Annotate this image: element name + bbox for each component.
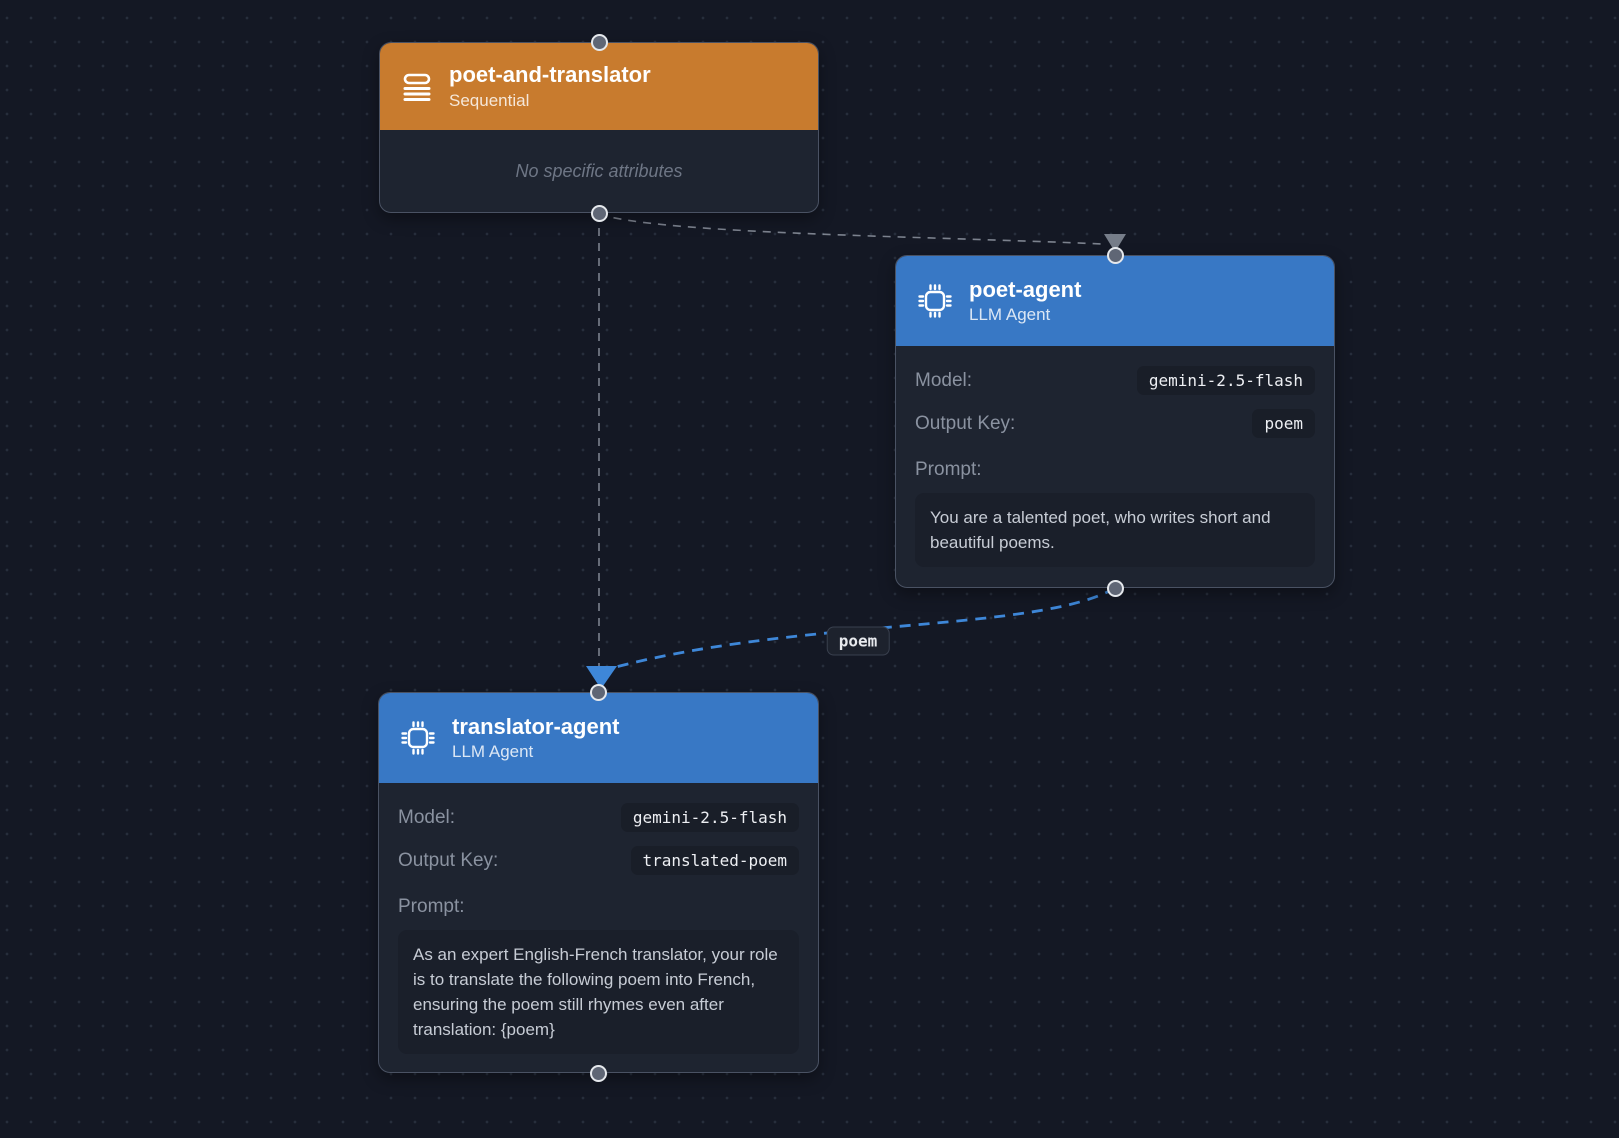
connection-handle[interactable]	[590, 33, 608, 51]
prompt-label: Prompt:	[398, 896, 465, 917]
connection-handle[interactable]	[590, 204, 608, 222]
edge-poem-output[interactable]	[611, 586, 1116, 670]
output-key-label: Output Key:	[915, 412, 1016, 434]
chip-icon	[400, 720, 436, 756]
node-translator-agent[interactable]: translator-agent LLM Agent Model: gemini…	[378, 692, 819, 1073]
node-title: translator-agent	[452, 713, 620, 739]
output-key-value: translated-poem	[630, 846, 799, 875]
node-header: translator-agent LLM Agent	[379, 693, 818, 783]
model-label: Model:	[398, 806, 456, 828]
arrowhead-blue	[586, 666, 617, 689]
model-value: gemini-2.5-flash	[1136, 366, 1315, 395]
node-poet-and-translator[interactable]: poet-and-translator Sequential No specif…	[379, 42, 819, 213]
prompt-text: You are a talented poet, who writes shor…	[915, 493, 1315, 567]
node-subtitle: LLM Agent	[452, 742, 534, 762]
node-subtitle: LLM Agent	[969, 305, 1051, 325]
no-attributes-text: No specific attributes	[515, 160, 683, 181]
connection-handle[interactable]	[1106, 579, 1124, 597]
node-header: poet-and-translator Sequential	[380, 43, 818, 130]
edge-label-poem[interactable]: poem	[826, 626, 890, 656]
edge-sequential-to-poet[interactable]	[598, 213, 1104, 245]
connection-handle[interactable]	[1106, 246, 1124, 264]
node-title: poet-agent	[969, 276, 1082, 302]
node-poet-agent[interactable]: poet-agent LLM Agent Model: gemini-2.5-f…	[895, 255, 1335, 588]
model-value: gemini-2.5-flash	[620, 803, 799, 832]
prompt-text: As an expert English-French translator, …	[398, 930, 799, 1054]
node-header: poet-agent LLM Agent	[896, 256, 1334, 346]
arrowhead-gray	[1104, 234, 1126, 252]
node-subtitle: Sequential	[449, 90, 530, 110]
node-title: poet-and-translator	[449, 62, 651, 88]
chip-icon	[917, 283, 953, 319]
output-key-value: poem	[1252, 409, 1315, 438]
connection-handle[interactable]	[589, 1064, 607, 1082]
model-label: Model:	[915, 369, 973, 391]
connection-handle[interactable]	[589, 683, 607, 701]
output-key-label: Output Key:	[398, 849, 499, 871]
prompt-label: Prompt:	[915, 459, 982, 480]
sequential-list-icon	[401, 71, 433, 103]
